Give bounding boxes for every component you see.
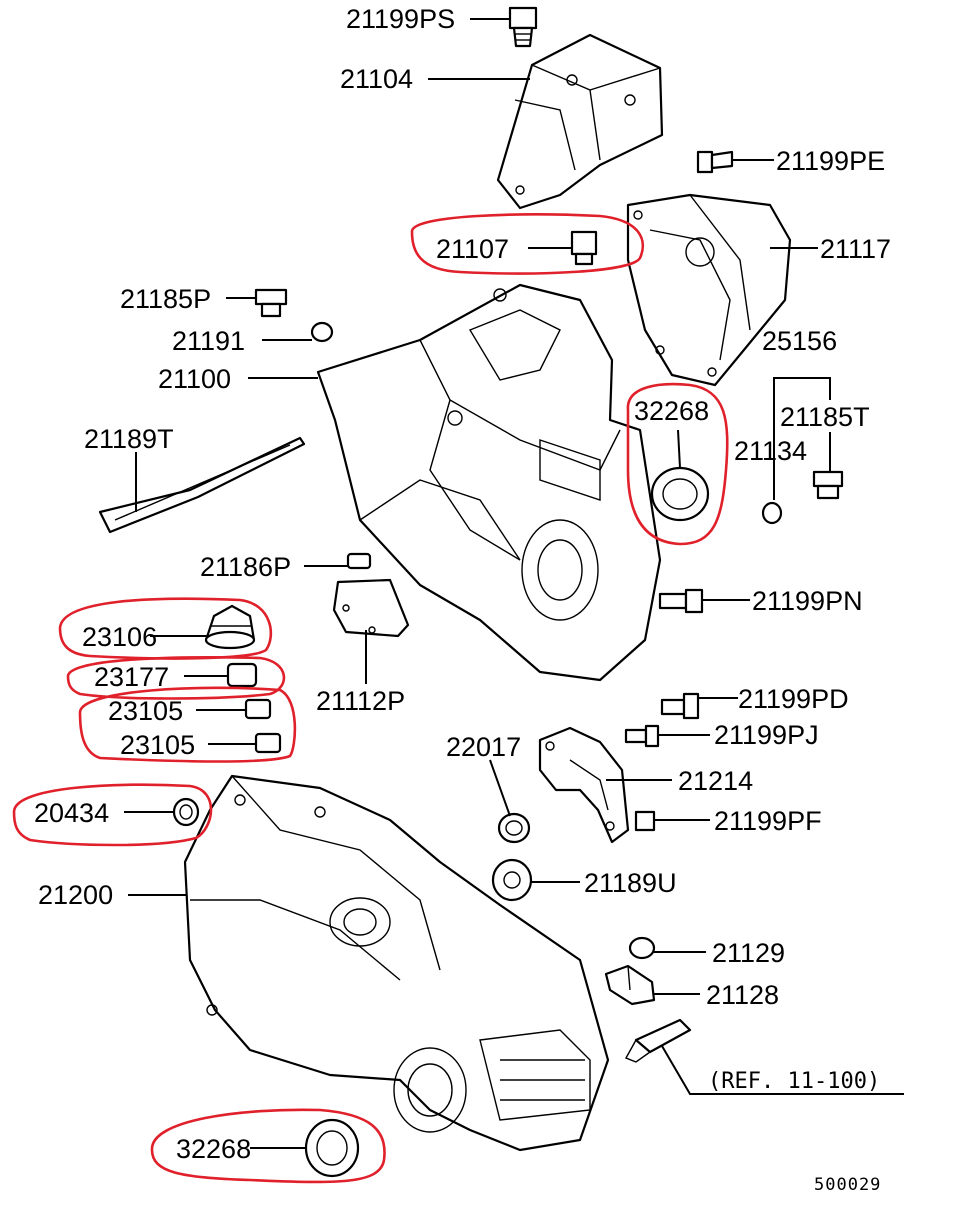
bracket-21104 <box>496 33 664 210</box>
label-21107: 21107 <box>436 234 509 264</box>
bolt-21199ps <box>508 6 538 48</box>
label-32268-top: 32268 <box>634 396 709 426</box>
bolt-21199pn <box>658 588 704 614</box>
highlight-32268-top <box>626 382 729 546</box>
bolt-21199pe <box>696 150 734 174</box>
label-22017: 22017 <box>446 732 521 762</box>
highlight-23106 <box>58 597 273 660</box>
label-21199pd: 21199PD <box>738 684 849 714</box>
label-21199pe: 21199PE <box>776 146 885 176</box>
label-21185t: 21185T <box>780 402 870 432</box>
highlight-23177 <box>66 656 286 700</box>
boot-23106 <box>204 604 256 650</box>
pin-21186p <box>346 552 372 570</box>
bolt-21199pf <box>634 810 656 832</box>
highlight-20434 <box>12 783 213 847</box>
bracket-21214 <box>538 726 630 844</box>
seal-20434 <box>172 797 200 827</box>
label-23105-a: 23105 <box>108 696 183 726</box>
bushing-23177 <box>226 662 258 688</box>
case-21100 <box>316 283 662 682</box>
gasket-21134 <box>761 501 783 525</box>
cover-21117 <box>626 193 792 387</box>
label-21200: 21200 <box>38 880 113 910</box>
gasket-21191 <box>310 321 334 343</box>
clip-21128 <box>604 964 656 1006</box>
highlight-marks <box>12 213 729 1184</box>
seal-32268-top <box>650 466 710 522</box>
label-21128: 21128 <box>706 980 779 1010</box>
label-21117: 21117 <box>820 234 891 264</box>
label-21129: 21129 <box>712 938 785 968</box>
bolt-21199pd <box>660 692 700 720</box>
housing-21200 <box>183 774 610 1152</box>
label-21189t: 21189T <box>84 424 174 454</box>
bushing-23105-a <box>244 698 272 720</box>
leader-lines <box>124 18 904 1149</box>
label-23105-b: 23105 <box>120 730 195 760</box>
highlight-21107 <box>410 213 645 275</box>
cap-21189u <box>491 858 533 902</box>
label-21214: 21214 <box>678 766 753 796</box>
label-21112p: 21112P <box>316 686 405 716</box>
label-21104: 21104 <box>340 64 413 94</box>
label-23177: 23177 <box>94 662 169 692</box>
highlight-23105 <box>78 686 297 763</box>
label-ref-11-100: (REF. 11-100) <box>708 1069 880 1094</box>
plug-21185t <box>812 470 844 500</box>
label-21199ps: 21199PS <box>346 4 455 34</box>
highlight-32268-bottom <box>150 1108 386 1184</box>
label-21185p: 21185P <box>120 284 211 314</box>
label-21100: 21100 <box>158 364 231 394</box>
label-21199pj: 21199PJ <box>714 720 819 750</box>
bolt-21199pj <box>624 724 660 748</box>
label-25156: 25156 <box>762 326 837 356</box>
figure-code: 500029 <box>814 1175 881 1195</box>
label-21186p: 21186P <box>200 552 291 582</box>
label-32268-bottom: 32268 <box>176 1134 251 1164</box>
plate-21189t <box>98 436 306 534</box>
cap-21129 <box>628 936 656 960</box>
plug-21185p <box>254 288 288 318</box>
plate-21112p <box>332 578 410 638</box>
seal-32268-bottom <box>304 1118 360 1178</box>
seal-22017 <box>497 812 531 844</box>
label-21191: 21191 <box>172 326 245 356</box>
label-21189u: 21189U <box>584 868 677 898</box>
sensor-ref-11-100 <box>625 1018 692 1063</box>
plug-21107 <box>570 230 598 266</box>
bushing-23105-b <box>254 732 282 754</box>
label-21134: 21134 <box>734 436 807 466</box>
label-23106: 23106 <box>82 622 157 652</box>
part-labels: 21199PS 21104 21199PE 21107 21117 21185P… <box>34 4 891 1195</box>
label-21199pf: 21199PF <box>714 806 822 836</box>
label-20434: 20434 <box>34 798 109 828</box>
label-21199pn: 21199PN <box>752 586 863 616</box>
